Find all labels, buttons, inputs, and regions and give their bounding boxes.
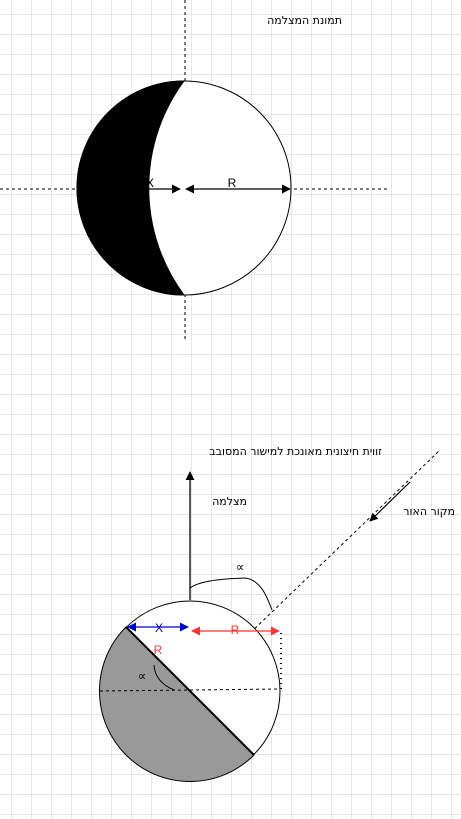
terminator-line	[125, 626, 255, 756]
r-label: R	[228, 176, 237, 190]
outer-alpha-symbol: ∝	[236, 560, 245, 574]
light-direction-arrow	[369, 481, 411, 522]
geometry-title: זווית חיצונית מאונכת למישור המסובב	[209, 445, 382, 458]
camera-image-title: תמונת המצלמה	[267, 14, 342, 27]
outer-alpha-bracket	[189, 577, 273, 611]
center-horizontal-line	[99, 688, 281, 692]
shadow-half	[98, 626, 255, 783]
light-ray-line	[189, 449, 441, 692]
x-blue-label: X	[155, 621, 163, 635]
geometry-diagram: זווית חיצונית מאונכת למישור המסובב מצלמה…	[98, 445, 455, 783]
camera-label: מצלמה	[212, 495, 247, 508]
light-source-label: מקור האור	[403, 505, 455, 518]
r-red-label: R	[231, 623, 240, 637]
inner-alpha-arc	[153, 664, 175, 691]
camera-image-diagram: תמונת המצלמה X R	[0, 0, 390, 342]
inner-alpha-symbol: ∝	[138, 669, 147, 683]
r-diagonal-label: R	[154, 643, 163, 657]
x-label: X	[146, 176, 154, 190]
